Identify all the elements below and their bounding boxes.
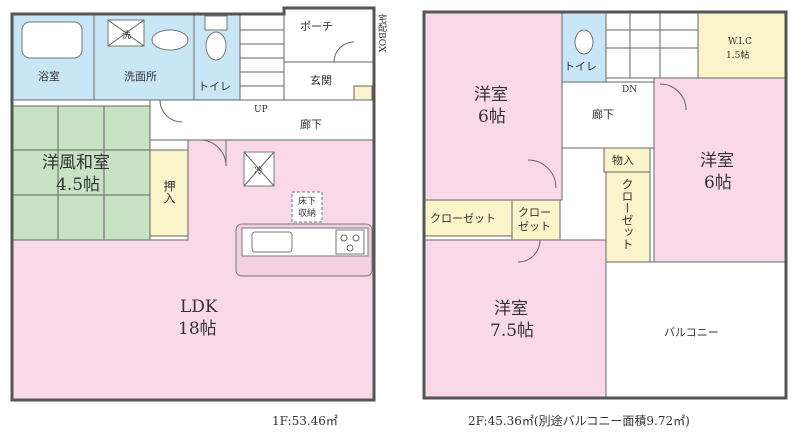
f2-room-b-name: 洋室 [700,151,734,171]
floor2-area-caption: 2F:45.36㎡(別途バルコニー面積9.72㎡) [468,414,690,428]
underfloor-storage [291,191,323,223]
f1-delivery-box-label: 宅配BOX [376,13,387,53]
f1-stairs [239,13,285,101]
f2-room-b-size: 6帖 [704,173,732,193]
f2-room-a [423,11,563,201]
f2-outer-wall [422,10,788,400]
f1-porch-label: ポーチ [300,20,333,33]
f1-washitsu [11,105,151,241]
floor1-area-caption: 1F:53.46㎡ [272,414,338,428]
f2-wic-size: 1.5帖 [726,49,749,61]
f1-entrance-label: 玄関 [310,73,332,87]
f1-washitsu-name: 洋風和室 [42,153,110,173]
f2-closet-b-line2: ゼット [518,220,551,233]
f2-balcony [605,261,787,399]
bathtub-icon [21,21,83,59]
f2-room-a-size: 6帖 [478,107,506,127]
sink-icon [251,231,293,253]
floor1-plan [10,6,376,402]
toilet-icon-2f [574,29,594,55]
f1-hall-label: 廊下 [300,117,322,131]
f2-toilet-label: トイレ [564,60,597,73]
f1-fridge-label: 冷 [254,165,263,177]
stove-icon [335,229,365,255]
f1-washer-label: 洗 [122,29,131,41]
f1-porch [283,7,375,63]
f2-stairs [605,11,699,79]
f2-dn-label: DN [622,85,637,95]
f2-closet-c-label: クローゼット [620,178,634,250]
f2-room-c-name: 洋室 [494,299,528,319]
f2-closet-a-label: クローゼット [430,212,496,225]
f1-toilet-label: トイレ [198,80,231,93]
f2-hall-label: 廊下 [592,107,614,121]
f1-oshiire [149,149,189,237]
floor2-plan [422,10,788,400]
f1-outer-wall [10,6,376,402]
f1-ldk-size: 18帖 [178,319,217,339]
f1-washitsu-size: 4.5帖 [56,175,100,195]
f2-closet-c [605,171,651,263]
f2-room-a-name: 洋室 [474,85,508,105]
f2-storage [603,147,651,173]
f2-hall [561,81,655,149]
f2-storage-label: 物入 [612,153,634,167]
f1-ldk-name: LDK [180,297,218,317]
toilet-icon [205,31,227,61]
f2-room-c [423,239,607,399]
f1-underfloor-line1: 床下 [298,195,316,207]
f1-up-label: UP [254,105,268,115]
f2-wic-name: W.I.C [728,37,752,47]
f1-bath-label: 浴室 [38,69,60,83]
f1-washroom-label: 洗面所 [124,70,157,83]
f2-room-c-size: 7.5帖 [490,321,534,341]
f1-oshiire-label: 押入 [162,180,176,204]
wash-basin-icon [151,29,189,51]
f1-underfloor-line2: 収納 [298,207,316,219]
f2-wic [697,11,787,79]
f2-closet-b-line1: クロー [518,206,551,219]
f2-balcony-label: バルコニー [664,326,719,339]
